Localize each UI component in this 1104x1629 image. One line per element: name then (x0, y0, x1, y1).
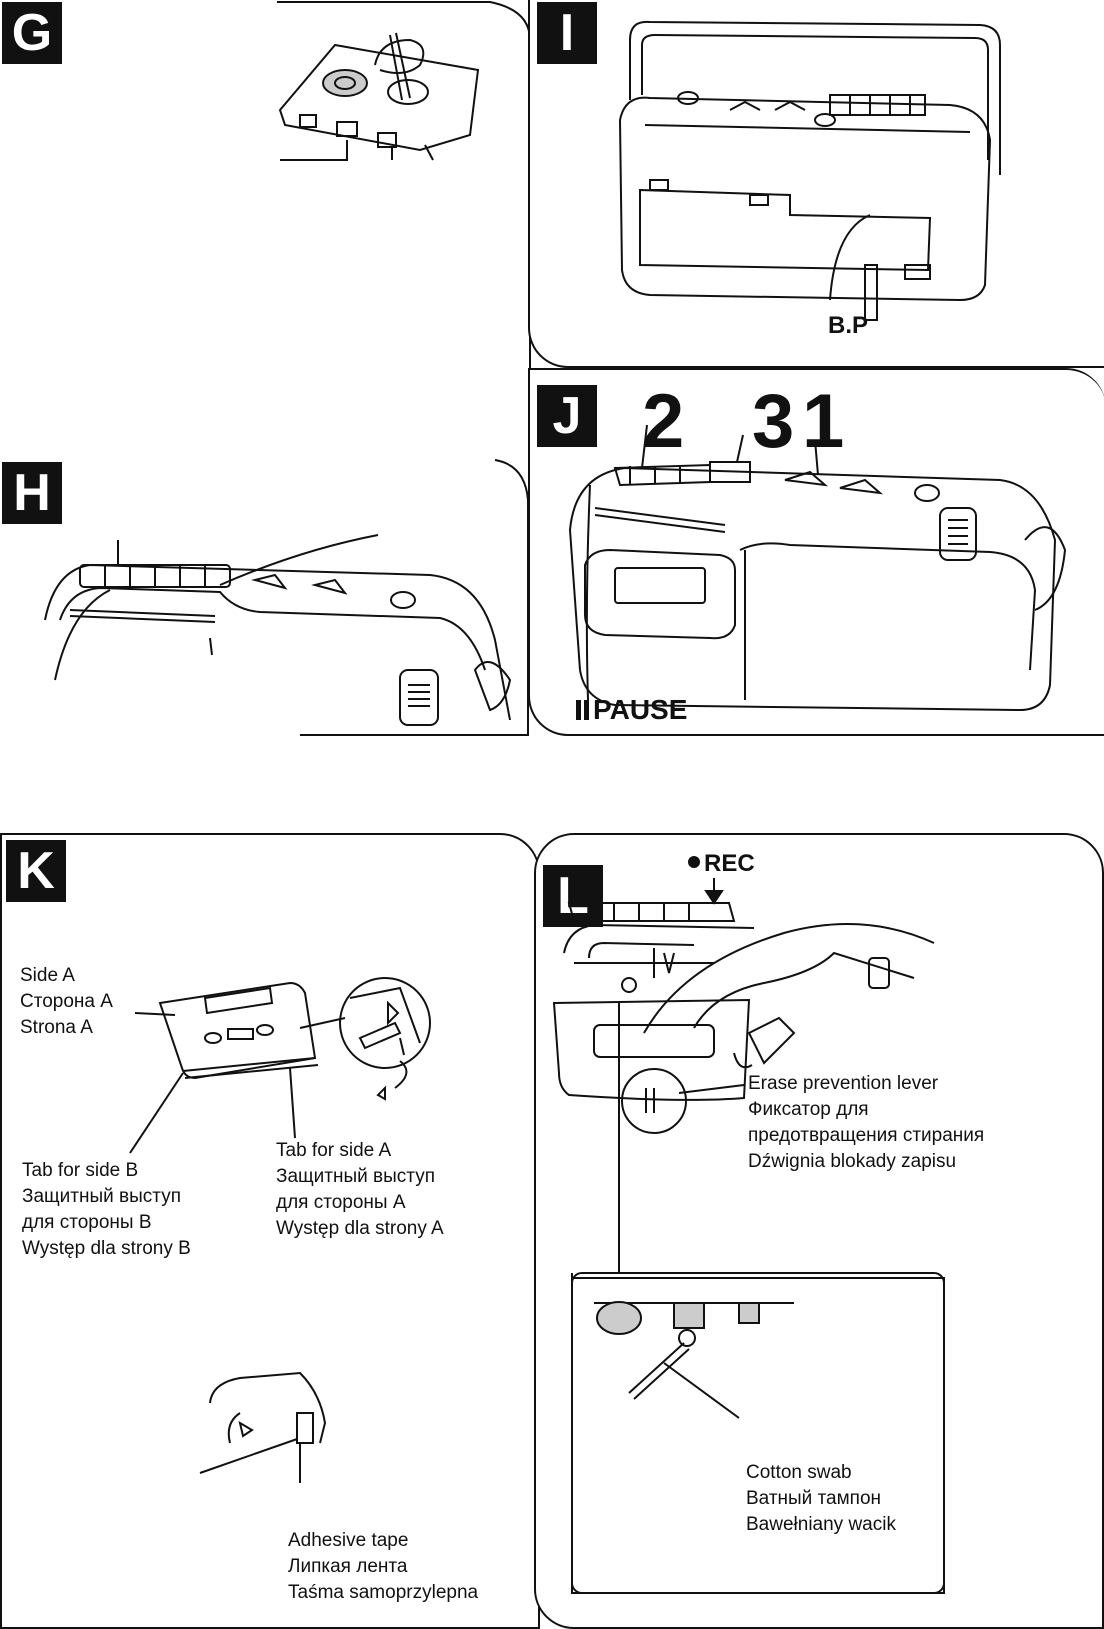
step-number-1: 1 (802, 379, 845, 464)
section-h-badge: H (2, 462, 62, 524)
radio-top-view-illustration (44, 459, 529, 736)
radio-front-buttons-illustration (568, 424, 1067, 712)
section-l-panel (534, 833, 1104, 1629)
radio-back-battery-illustration (618, 20, 1001, 321)
step-number-3: 3 (752, 379, 795, 464)
section-j-panel (528, 368, 1104, 736)
rec-label: REC (704, 850, 755, 877)
step-number-2: 2 (642, 379, 685, 464)
battery-position-label: B.P (828, 312, 869, 339)
section-i-panel (528, 0, 1104, 368)
record-dot-icon (688, 856, 700, 868)
cassette-pencil-rewind-illustration (277, 1, 531, 380)
section-j-badge: J (537, 385, 597, 447)
cassette-tabs-illustration (129, 977, 431, 1483)
erase-prevention-lever-label: Erase prevention lever Фиксатор для пред… (748, 1073, 985, 1172)
pause-label-row: PAUSE (576, 694, 687, 726)
section-i-badge: I (537, 2, 597, 64)
cotton-swab-label: Cotton swab Ватный тампон Bawełniany wac… (746, 1462, 896, 1535)
tab-side-b-label: Tab for side B Защитный выступ для сторо… (22, 1160, 191, 1259)
open-cassette-door-illustration (552, 878, 945, 1594)
section-k-badge: K (6, 840, 66, 902)
adhesive-tape-label: Adhesive tape Липкая лента Taśma samoprz… (288, 1530, 479, 1603)
section-g-badge: G (2, 2, 62, 64)
pause-label: PAUSE (593, 694, 688, 725)
rec-label-row: REC (688, 850, 755, 878)
pause-icon (576, 700, 581, 720)
side-a-label: Side A Сторона А Strona A (20, 965, 113, 1038)
tab-side-a-label: Tab for side A Защитный выступ для сторо… (276, 1140, 444, 1239)
